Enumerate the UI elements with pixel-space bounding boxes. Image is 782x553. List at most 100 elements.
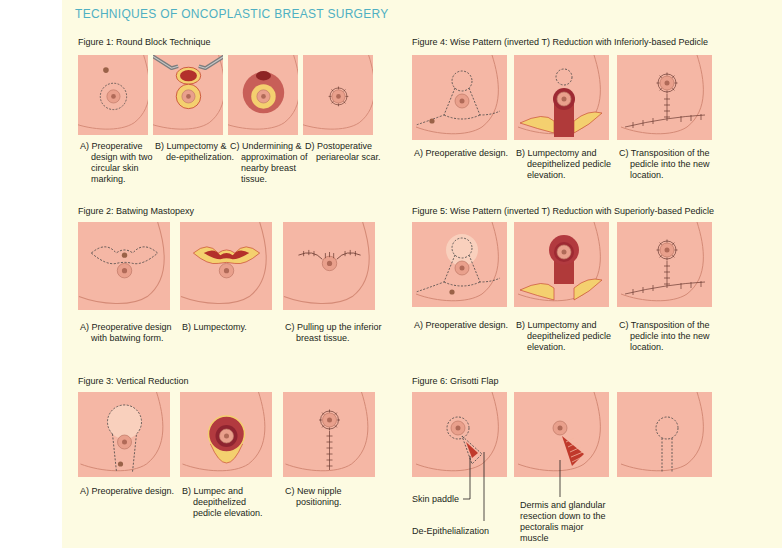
step-caption: C) Transposition of the pedicle into the…	[619, 148, 722, 181]
breast-illustration-part	[574, 112, 602, 133]
breast-illustration-part	[657, 240, 678, 261]
figure-title: Figure 6: Grisotti Flap	[412, 376, 499, 387]
breast-illustration-part	[151, 55, 226, 68]
technique-panel: B) Lumpectomy.	[180, 222, 272, 333]
sheet-title: TECHNIQUES OF ONCOPLASTIC BREAST SURGERY	[75, 7, 389, 21]
breast-illustration-part	[494, 212, 629, 317]
step-caption: B) Lumpectomy and deepithelized pedicle …	[516, 148, 619, 181]
breast-illustration-part	[159, 382, 294, 487]
breast-illustration-part	[553, 88, 575, 110]
technique-panel: Dermis and glandular resection down to t…	[514, 392, 609, 544]
step-caption: A) Preoperative design.	[80, 486, 175, 497]
breast-illustration-part	[494, 45, 629, 150]
breast-illustration-part	[566, 438, 583, 462]
breast-illustration-part	[455, 94, 469, 108]
breast-illustration-part	[520, 283, 554, 300]
step-caption: D) Postoperative periareolar scar.	[305, 141, 389, 163]
step-caption: A) Preoperative design with two circular…	[80, 141, 164, 185]
figure-title: Figure 1: Round Block Technique	[78, 37, 210, 48]
breast-illustration-part	[494, 382, 629, 487]
technique-panel: A) Preoperative design.	[78, 392, 170, 497]
breast-illustration-part	[392, 212, 527, 317]
breast-illustration-part	[451, 421, 465, 435]
breast-illustration-part	[57, 382, 192, 487]
breast-illustration	[597, 45, 732, 150]
step-caption: C) Transposition of the pedicle into the…	[619, 320, 722, 353]
breast-illustration-part	[329, 87, 349, 107]
breast-illustration-part	[103, 67, 109, 73]
step-caption: A) Preoperative design.	[414, 320, 517, 331]
breast-illustration-part	[204, 250, 250, 259]
breast-illustration-part	[562, 436, 584, 466]
breast-illustration-part	[597, 45, 732, 150]
breast-illustration-part	[118, 461, 123, 466]
breast-illustration-part	[180, 70, 197, 81]
step-caption: A) Preoperative design.	[414, 148, 517, 159]
technique-panel: D) Postoperative periareolar scar.	[303, 55, 373, 163]
figure-title: Figure 5: Wise Pattern (inverted T) Redu…	[412, 206, 714, 217]
breast-illustration-part	[220, 429, 234, 443]
figure-title: Figure 3: Vertical Reduction	[78, 376, 189, 387]
technique-panel: C) Transposition of the pedicle into the…	[617, 222, 712, 353]
breast-illustration-part	[176, 67, 200, 84]
breast-illustration	[159, 382, 294, 487]
step-caption: B) Lumpectomy and deepithelized pedicle …	[516, 320, 619, 353]
breast-illustration	[597, 212, 732, 317]
technique-panel: C) Transposition of the pedicle into the…	[617, 55, 712, 181]
breast-illustration	[494, 212, 629, 317]
breast-illustration-part	[597, 212, 732, 317]
breast-illustration-part	[259, 212, 399, 321]
breast-illustration-part	[416, 255, 500, 292]
breast-illustration-part	[633, 281, 701, 295]
breast-illustration-part	[209, 416, 245, 452]
breast-illustration-part	[660, 76, 674, 90]
breast-illustration	[274, 46, 401, 145]
breast-illustration-part	[392, 45, 527, 150]
leader-line	[560, 460, 561, 497]
breast-illustration	[597, 382, 732, 487]
breast-illustration	[57, 382, 192, 487]
breast-illustration	[392, 45, 527, 150]
breast-illustration-part	[664, 94, 670, 121]
step-caption: A) Preoperative design with batwing form…	[80, 322, 175, 344]
breast-illustration-part	[556, 69, 572, 85]
technique-panel: A) Preoperative design with two circular…	[78, 55, 148, 185]
breast-illustration-part	[554, 242, 574, 262]
callout-label: Skin paddle	[412, 494, 472, 505]
breast-illustration-part	[574, 279, 602, 300]
breast-illustration	[392, 212, 527, 317]
breast-illustration-part	[107, 90, 120, 103]
breast-illustration-part	[429, 118, 434, 123]
technique-panel: C) Undermining & approximation of nearby…	[228, 55, 298, 185]
callout-label: Dermis and glandular resection down to t…	[520, 500, 610, 544]
breast-illustration-part	[322, 256, 336, 270]
technique-panel: C) New nipple positioning.	[283, 392, 375, 508]
breast-illustration	[262, 382, 397, 487]
breast-illustration-part	[327, 431, 333, 470]
breast-illustration-part	[182, 90, 195, 103]
breast-illustration-part	[243, 72, 284, 113]
technique-panel: A) Preoperative design.	[412, 222, 507, 331]
breast-illustration-part	[257, 90, 270, 103]
breast-illustration-part	[193, 247, 259, 264]
breast-illustration-part	[462, 436, 482, 464]
breast-illustration	[392, 382, 527, 487]
leader-line	[463, 456, 470, 499]
step-caption: C) New nipple positioning.	[285, 486, 380, 508]
breast-illustration-part	[657, 73, 678, 94]
step-caption: C) Pulling up the inferior breast tissue…	[285, 322, 384, 344]
step-caption: C) Undermining & approximation of nearby…	[230, 141, 314, 185]
breast-illustration-part	[219, 263, 233, 277]
breast-illustration-part	[256, 71, 271, 80]
breast-illustration-part	[274, 46, 401, 145]
breast-illustration-part	[304, 250, 356, 258]
technique-panel: A) Preoperative design.	[412, 55, 507, 159]
breast-illustration-part	[449, 289, 454, 294]
callout-label: De-Epithelialization	[412, 526, 512, 537]
breast-illustration-part	[664, 261, 670, 288]
breast-illustration-part	[656, 417, 678, 439]
breast-illustration-part	[466, 442, 478, 458]
breast-illustration-part	[392, 382, 527, 487]
breast-illustration	[494, 45, 629, 150]
breast-illustration-part	[662, 438, 672, 472]
